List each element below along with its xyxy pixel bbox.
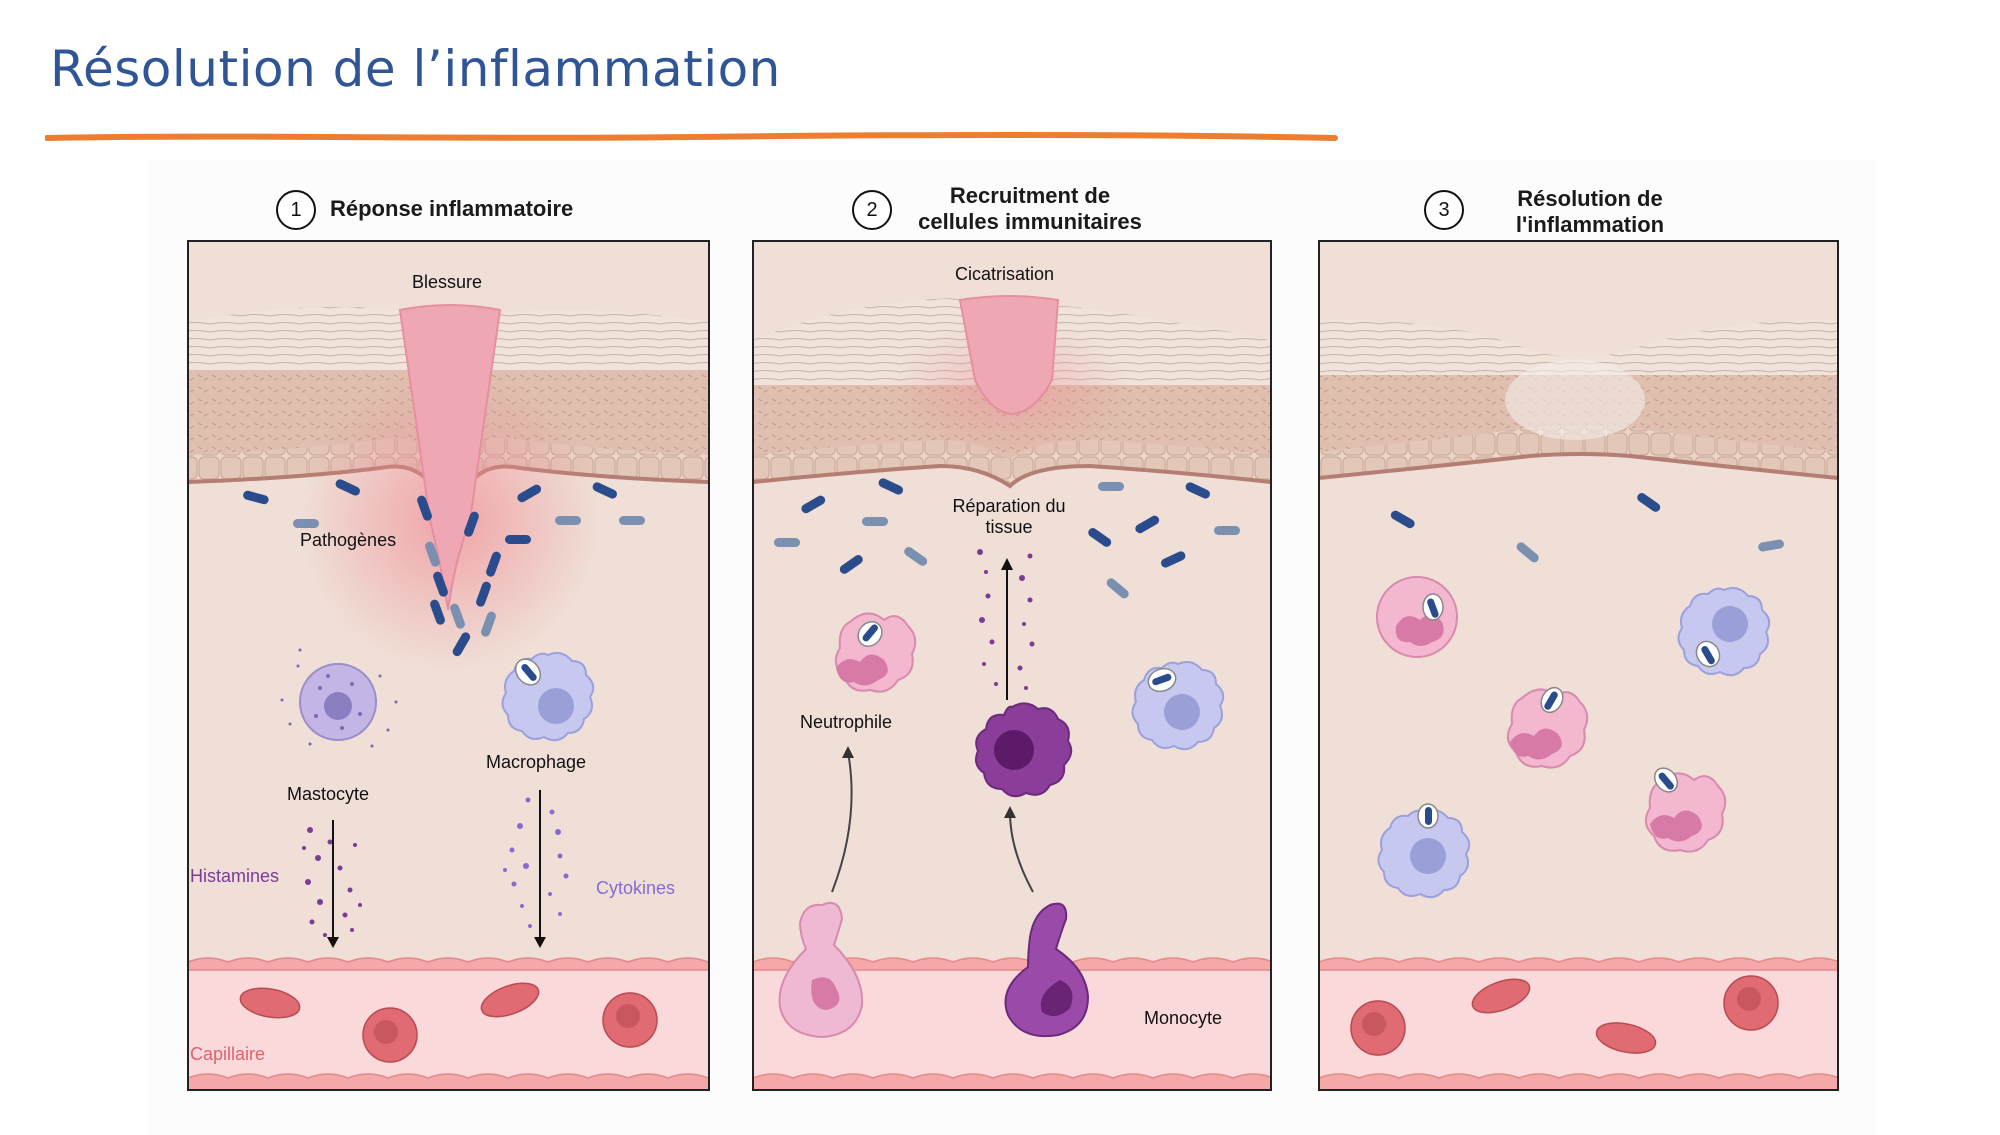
label-neutrophile: Neutrophile: [800, 712, 893, 732]
label-cytokines: Cytokines: [596, 878, 676, 898]
panel-3-neutrophile-3: [1644, 767, 1727, 853]
title-underline: [45, 131, 1338, 141]
panel-3-macrophage-1: [1677, 587, 1771, 677]
panel-3-neutrophile-1: [1376, 576, 1458, 658]
panel-3-frame: [1318, 240, 1839, 1091]
panel-3-number: 3: [1424, 190, 1464, 230]
panel-1-illustration: [188, 241, 709, 1090]
panel-1-number: 1: [276, 190, 316, 230]
label-macrophage: Macrophage: [486, 752, 587, 772]
panel-2-title-line1: Recruitment de: [949, 183, 1111, 208]
label-reparation-line2: tissue: [985, 517, 1033, 537]
panel-1-red-blood-cells: [239, 982, 658, 1063]
label-cicatrisation: Cicatrisation: [955, 264, 1055, 284]
neutrophile-cell: [834, 612, 917, 693]
histamine-dots: [302, 827, 362, 937]
repair-dots: [977, 549, 1035, 690]
panel-2-number: 2: [852, 190, 892, 230]
label-reparation: Réparation du tissue: [942, 496, 1076, 538]
cytokine-dots: [503, 797, 569, 928]
panel-2-bacteria: [774, 478, 1240, 599]
panel-3-bacteria: [1390, 493, 1784, 563]
extravasating-monocyte: [1004, 902, 1090, 1037]
panel-3-title-line1: Résolution de: [1517, 186, 1663, 211]
panel-2-title: Recruitment de cellules immunitaires: [900, 183, 1160, 235]
panel-3-neutrophile-2: [1506, 686, 1589, 769]
panel-3-red-blood-cells: [1350, 975, 1779, 1056]
mastocyte-cell: [280, 648, 398, 748]
macrophage-panel-2-cell: [1131, 661, 1225, 751]
label-histamines: Histamines: [190, 866, 280, 886]
label-blessure: Blessure: [412, 272, 483, 292]
label-monocyte: Monocyte: [1144, 1008, 1223, 1028]
label-mastocyte: Mastocyte: [287, 784, 370, 804]
panel-2-title-line2: cellules immunitaires: [918, 209, 1142, 234]
slide-title: Résolution de l’inflammation: [50, 40, 781, 98]
label-reparation-line1: Réparation du: [952, 496, 1066, 516]
panel-1-title: Réponse inflammatoire: [330, 196, 574, 221]
panel-3-title-line2: l'inflammation: [1515, 212, 1665, 237]
panel-3-title: Résolution de l'inflammation: [1460, 186, 1720, 238]
label-capillaire: Capillaire: [190, 1044, 266, 1064]
extravasating-neutrophile: [778, 901, 864, 1039]
panel-3-macrophage-2: [1377, 803, 1471, 899]
panel-1-frame: [187, 240, 710, 1091]
label-pathogenes: Pathogènes: [300, 530, 397, 550]
panel-2-frame: [752, 240, 1272, 1091]
monocyte-tissue-cell: [975, 702, 1073, 798]
panel-3-illustration: [1319, 241, 1838, 1090]
panel-1-bacteria: [243, 479, 645, 657]
macrophage-cell: [501, 652, 595, 742]
